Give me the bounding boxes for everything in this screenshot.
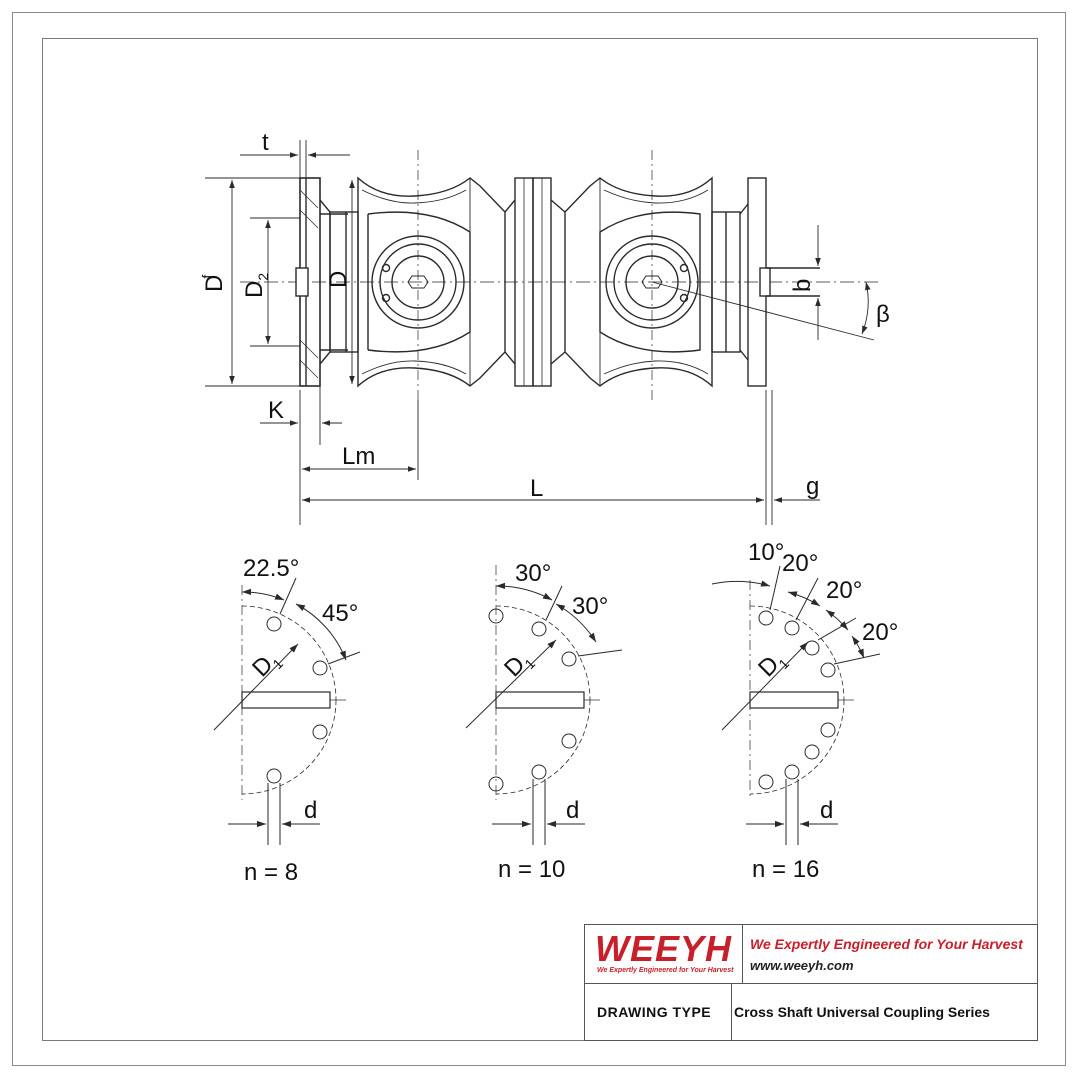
- logo-tagline: We Expertly Engineered for Your Harvest: [597, 967, 734, 974]
- hole-pattern-n10-labels: 30° 30° D1 d n = 10: [498, 560, 608, 883]
- label-l: L: [530, 475, 543, 502]
- title-block: WEEYH We Expertly Engineered for Your Ha…: [584, 924, 1038, 1041]
- angle-label: 20°: [862, 619, 898, 646]
- angle-label: 30°: [515, 560, 551, 587]
- title-block-divider: [585, 983, 1037, 984]
- main-view-labels: t Df D2 D K Lm L g b β: [199, 129, 890, 502]
- hole-pattern-n10: [465, 565, 623, 845]
- label-hole-d: d: [566, 797, 579, 824]
- angle-label: 22.5°: [243, 555, 299, 582]
- label-b: b: [789, 279, 816, 292]
- outer-frame: [12, 12, 1066, 1066]
- n-label: n = 16: [752, 856, 819, 883]
- label-d1: D1: [247, 645, 286, 684]
- hole-pattern-n8: [213, 577, 361, 845]
- angle-label: 30°: [572, 593, 608, 620]
- label-d1: D1: [499, 645, 538, 684]
- hole-pattern-n16-labels: 10° 20° 20° 20° D1 d n = 16: [748, 539, 898, 883]
- angle-label: 20°: [782, 550, 818, 577]
- label-d1: D1: [753, 645, 792, 684]
- brand-logo: WEEYH: [595, 928, 733, 969]
- label-df: Df: [199, 275, 228, 292]
- label-hole-d: d: [820, 797, 833, 824]
- label-lm: Lm: [342, 443, 375, 470]
- label-g: g: [806, 473, 819, 500]
- angle-label: 45°: [322, 600, 358, 627]
- logo-cell: WEEYH We Expertly Engineered for Your Ha…: [585, 925, 743, 983]
- hole-pattern-n16: [711, 565, 881, 845]
- label-beta: β: [876, 301, 890, 328]
- coupling-main-view: [240, 150, 880, 400]
- label-hole-d: d: [304, 797, 317, 824]
- hole-pattern-n8-labels: 22.5° 45° D1 d n = 8: [243, 555, 358, 886]
- label-d2: D2: [241, 273, 271, 298]
- drawing-type-value: Cross Shaft Universal Coupling Series: [734, 1004, 990, 1020]
- n-label: n = 8: [244, 859, 298, 886]
- website-url: www.weeyh.com: [750, 958, 854, 973]
- slogan: We Expertly Engineered for Your Harvest: [750, 936, 1023, 952]
- label-t: t: [262, 129, 269, 156]
- drawing-type-label: DRAWING TYPE: [597, 1004, 712, 1020]
- label-d: D: [325, 271, 352, 288]
- n-label: n = 10: [498, 856, 565, 883]
- drawing-type-cell: [585, 984, 732, 1041]
- inner-frame: [42, 38, 1038, 1041]
- angle-label: 20°: [826, 577, 862, 604]
- angle-label: 10°: [748, 539, 784, 566]
- main-view-dimensions: [205, 140, 871, 525]
- label-k: K: [268, 397, 284, 424]
